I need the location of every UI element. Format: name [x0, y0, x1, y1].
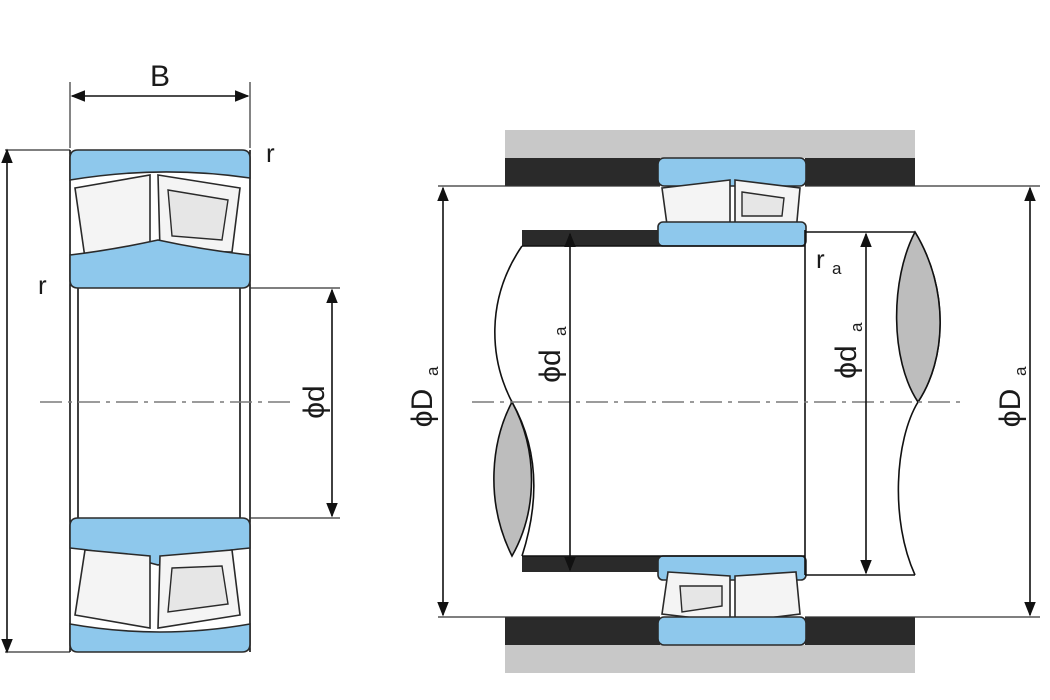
housing-right-sub: a [1011, 366, 1030, 376]
assembly-outer-ring-top [657, 157, 807, 187]
shaft-left-sub: a [551, 326, 570, 336]
roller-bottom-left [74, 549, 151, 629]
assembly-inner-ring-top [657, 221, 807, 247]
assembly-cage-bottom [679, 585, 723, 613]
shoulder-top-dark [522, 230, 660, 246]
housing-diameter-left-label: ϕD a [406, 366, 442, 427]
bearing-section: B r r ϕd [1, 60, 340, 654]
assembly-outer-ring-bottom [657, 616, 807, 646]
shoulder-bottom-dark [522, 556, 660, 572]
shaft-break-right-section [895, 230, 941, 404]
fillet-text: r [816, 244, 825, 274]
fillet-sub: a [832, 259, 842, 278]
outer-ring-top [69, 149, 251, 181]
cage-top [167, 189, 229, 241]
housing-diameter-right-label: ϕD a [994, 366, 1030, 427]
housing-right-text: ϕD [994, 389, 1027, 427]
width-label: B [150, 60, 170, 93]
assembly-cage-top [741, 191, 785, 217]
housing-left-text: ϕD [406, 389, 439, 427]
outer-ring-bottom [69, 623, 251, 653]
housing-bottom-light [505, 645, 915, 673]
housing-top-dark-left [505, 158, 660, 186]
assembly-roller-bottom-right [734, 571, 801, 623]
shaft-right-text: ϕd [830, 345, 863, 379]
fillet-label: r a [816, 244, 842, 278]
housing-left-sub: a [423, 366, 442, 376]
shaft-right-sub: a [847, 322, 866, 332]
housing-bottom-dark-right [805, 617, 915, 645]
shaft-diameter-left-label: ϕd a [534, 326, 570, 383]
shaft-diameter-right-label: ϕd a [830, 322, 866, 379]
housing-top-dark-right [805, 158, 915, 186]
shaft-break-left-section [493, 400, 533, 558]
housing-top-light [505, 130, 915, 158]
inner-ring-top [69, 239, 251, 289]
chamfer-label-top: r [266, 138, 275, 168]
mounting-assembly: ϕD a ϕd a r a ϕd a ϕD a [406, 130, 1040, 673]
bore-label: ϕd [298, 385, 331, 419]
chamfer-label-left: r [38, 270, 47, 300]
housing-bottom-dark-left [505, 617, 660, 645]
shaft-left-text: ϕd [534, 349, 567, 383]
cage-bottom [167, 565, 229, 613]
